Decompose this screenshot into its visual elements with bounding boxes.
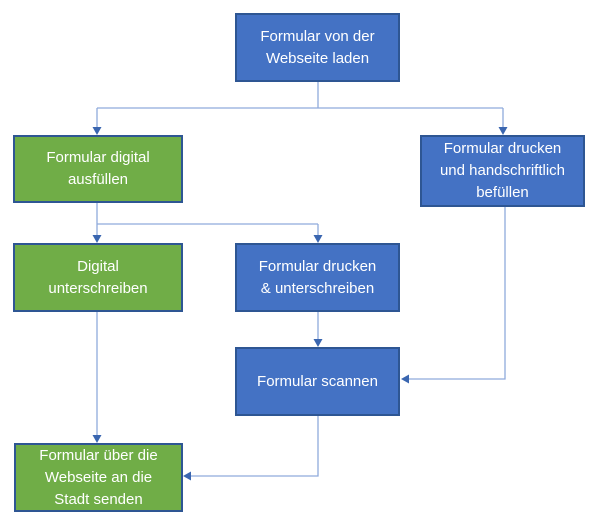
node-print-handwrite-label: Formular drucken und handschriftlich bef… [439, 140, 566, 201]
arrowhead-into-send-top [92, 435, 102, 443]
node-load-form: Formular von der Webseite laden [235, 13, 400, 82]
node-scan-form-label: Formular scannen [257, 372, 378, 390]
node-send-form-label: Formular über die Webseite an die Stadt … [39, 446, 158, 508]
arrowhead-into-sign-digital [92, 235, 102, 243]
node-send-form: Formular über die Webseite an die Stadt … [14, 443, 183, 512]
edge-scan-send [191, 416, 319, 477]
edge-fill-branch [96, 203, 319, 235]
arrowhead-into-fill-digital [92, 127, 102, 135]
node-sign-digital-label: Digital unterschreiben [48, 257, 148, 297]
node-fill-digital: Formular digital ausfüllen [13, 135, 183, 203]
node-print-sign-label: Formular drucken & unterschreiben [258, 257, 377, 297]
edge-load-branch [96, 82, 504, 127]
node-fill-digital-label: Formular digital ausfüllen [46, 149, 150, 188]
arrowhead-into-scan-right [401, 374, 409, 384]
node-scan-form: Formular scannen [235, 347, 400, 416]
edge-print-handwrite-scan [409, 207, 506, 380]
arrowhead-into-print-handwrite [498, 127, 508, 135]
arrowhead-into-scan-top [313, 339, 323, 347]
node-print-sign: Formular drucken & unterschreiben [235, 243, 400, 312]
node-load-form-label: Formular von der Webseite laden [260, 27, 375, 67]
node-print-handwrite: Formular drucken und handschriftlich bef… [420, 135, 585, 207]
arrowhead-into-print-sign [313, 235, 323, 243]
arrowhead-into-send-right [183, 471, 191, 481]
node-sign-digital: Digital unterschreiben [13, 243, 183, 312]
